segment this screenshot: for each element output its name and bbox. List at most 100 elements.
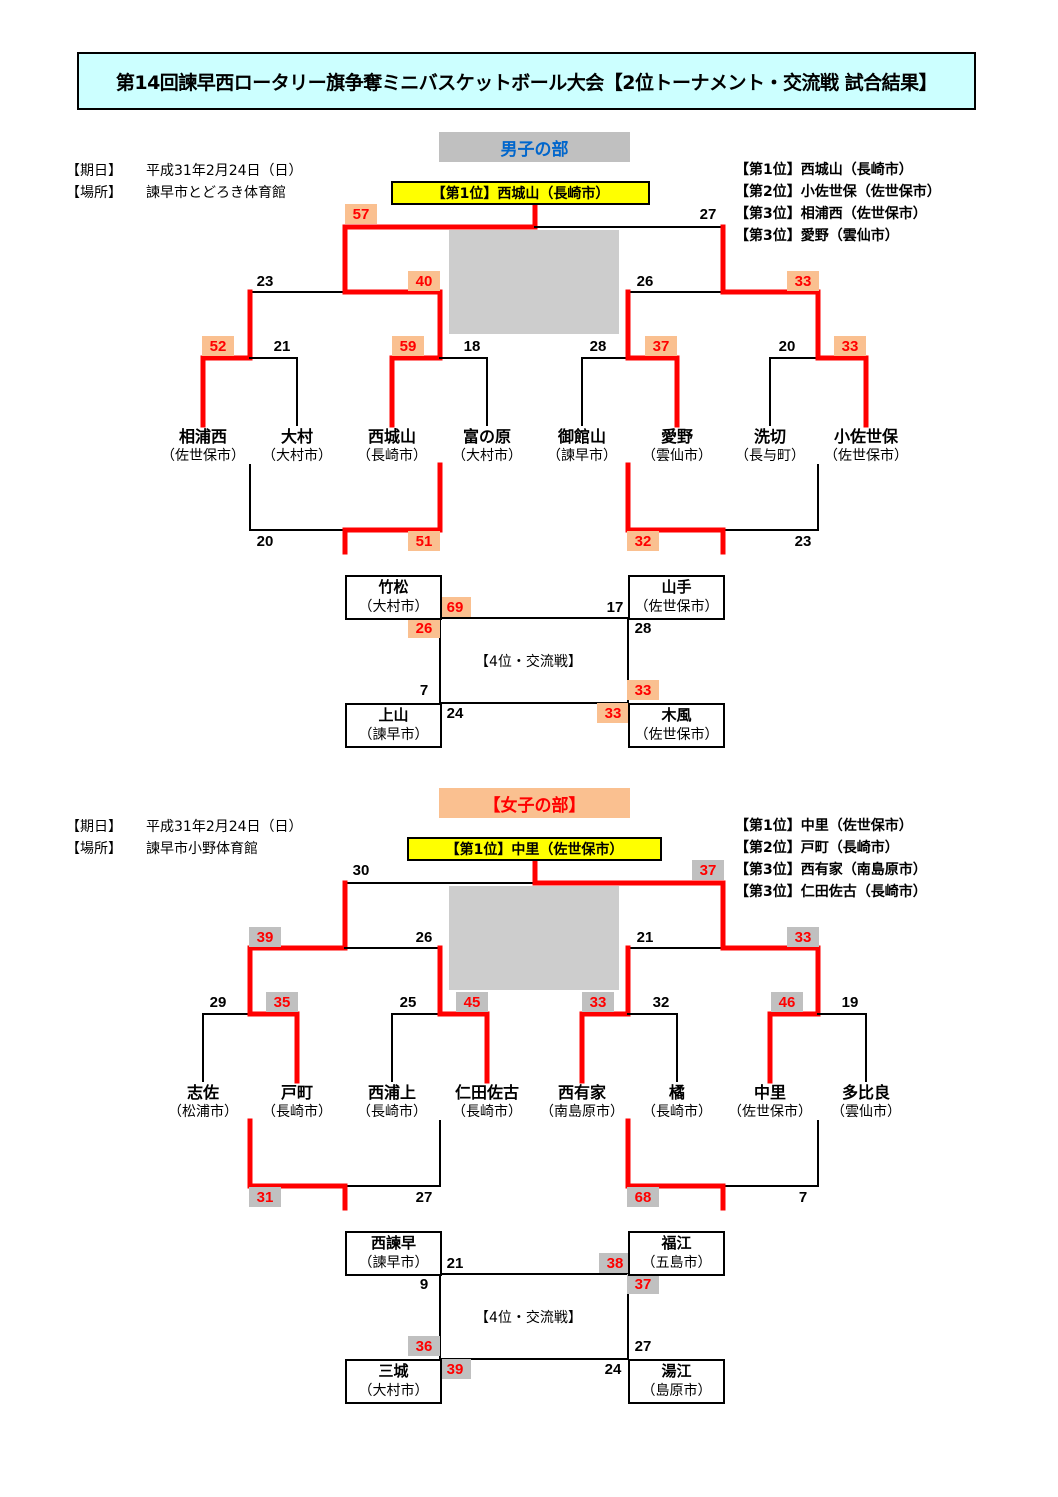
team-name: 富の原: [462, 427, 511, 446]
team-name: 洗切: [753, 427, 786, 446]
standing-row: 【第1位】西城山（長崎市）: [735, 162, 913, 178]
standing-row: 【第1位】中里（佐世保市）: [735, 818, 913, 834]
losing-score: 30: [352, 861, 370, 879]
winning-score: 59: [392, 336, 424, 356]
winning-score: 69: [439, 597, 471, 617]
consolation-team-box: 湯江 （島原市）: [628, 1359, 725, 1404]
team-city: （長崎市）: [357, 448, 427, 464]
team-name: 竹松: [378, 578, 409, 596]
team-name: 湯江: [661, 1362, 692, 1380]
consolation-label: 【4位・交流戦】: [475, 654, 582, 670]
losing-score: 26: [415, 928, 433, 946]
team-city: （佐世保市）: [728, 1104, 812, 1120]
losing-score: 21: [636, 928, 654, 946]
winning-score: 37: [627, 1274, 659, 1294]
team-city: （諫早市）: [547, 448, 617, 464]
men-champion-banner: 【第1位】西城山（長崎市）: [391, 181, 650, 205]
women-final-standings: 【第1位】中里（佐世保市）【第2位】戸町（長崎市）【第3位】西有家（南島原市）【…: [735, 815, 927, 903]
consolation-team-box: 山手（佐世保市）: [628, 575, 725, 620]
team-name: 三城: [378, 1362, 409, 1380]
losing-score: 27: [634, 1337, 652, 1355]
standing-row: 【第2位】戸町（長崎市）: [735, 840, 899, 856]
tournament-flag-logo: [449, 230, 619, 334]
losing-score: 23: [256, 272, 274, 290]
women-event-info: 【期日】平成31年2月24日（日） 【場所】 諫早市小野体育館: [66, 816, 303, 860]
losing-score: 19: [841, 993, 859, 1011]
team-name: 多比良: [841, 1083, 890, 1102]
losing-score: 18: [463, 337, 481, 355]
losing-score: 20: [778, 337, 796, 355]
women-champion-banner: 【第1位】中里（佐世保市）: [407, 837, 662, 861]
team-name: 山手: [661, 578, 692, 596]
date-row: 【期日】平成31年2月24日（日）: [66, 816, 303, 838]
team-city: （長崎市）: [642, 1104, 712, 1120]
winning-score: 33: [627, 680, 659, 700]
winning-score: 33: [597, 703, 629, 723]
losing-score: 7: [798, 1188, 808, 1206]
team-city: （諫早市）: [358, 1255, 429, 1271]
team-name: 愛野: [660, 427, 693, 446]
team-city: （松浦市）: [168, 1104, 238, 1120]
venue-label: 【場所】: [66, 841, 122, 857]
team-name: 戸町: [280, 1083, 313, 1102]
standing-row: 【第2位】小佐世保（佐世保市）: [735, 184, 941, 200]
losing-score: 26: [636, 272, 654, 290]
consolation-label: 【4位・交流戦】: [475, 1310, 582, 1326]
team-name: 西有家: [557, 1083, 606, 1102]
consolation-team-box: 三城（大村市）: [345, 1359, 442, 1404]
team-city: （長与町）: [735, 448, 805, 464]
date-label: 【期日】: [66, 163, 122, 179]
winning-score: 31: [249, 1187, 281, 1207]
men-event-info: 【期日】平成31年2月24日（日）【場所】諫早市とどろき体育館: [66, 160, 303, 204]
venue-row: 【場所】 諫早市小野体育館: [66, 838, 303, 860]
winning-score: 26: [408, 618, 440, 638]
team-city: （大村市）: [358, 599, 429, 615]
losing-score: 27: [415, 1188, 433, 1206]
winning-score: 37: [645, 336, 677, 356]
winning-score: 36: [408, 1336, 440, 1356]
winning-score: 46: [771, 992, 803, 1012]
winning-score: 40: [408, 271, 440, 291]
losing-score: 27: [699, 205, 717, 223]
team-city: （大村市）: [262, 448, 332, 464]
team-name: 木風: [661, 706, 692, 724]
winning-score: 52: [202, 336, 234, 356]
men-section-header: 男子の部: [439, 132, 630, 162]
losing-score: 28: [634, 619, 652, 637]
team-name: 大村: [280, 427, 313, 446]
venue-value: 諫早市小野体育館: [146, 841, 258, 857]
team-city: （長崎市）: [452, 1104, 522, 1120]
date-row: 【期日】平成31年2月24日（日）: [66, 160, 303, 182]
team-name: 小佐世保: [833, 427, 898, 446]
consolation-team-box: 西諫早（諫早市）: [345, 1231, 442, 1276]
team-name: 相浦西: [178, 427, 227, 446]
team-city: （大村市）: [452, 448, 522, 464]
consolation-team-box: 木風 （佐世保市）: [628, 703, 725, 748]
losing-score: 29: [209, 993, 227, 1011]
venue-row: 【場所】諫早市とどろき体育館: [66, 182, 303, 204]
team-city: （長崎市）: [262, 1104, 332, 1120]
team-name: 福江: [661, 1234, 692, 1252]
team-name: 橘: [668, 1083, 685, 1102]
winning-score: 35: [266, 992, 298, 1012]
team-city: （島原市）: [641, 1383, 712, 1399]
consolation-team-box: 上山（諫早市）: [345, 703, 442, 748]
team-city: （佐世保市）: [161, 448, 245, 464]
team-city: （南島原市）: [540, 1104, 624, 1120]
team-name: 仁田佐古: [454, 1083, 519, 1102]
team-city: （佐世保市）: [634, 727, 719, 743]
team-city: （五島市）: [641, 1255, 712, 1271]
winning-score: 33: [834, 336, 866, 356]
winning-score: 51: [408, 531, 440, 551]
date-value: 平成31年2月24日（日）: [146, 819, 303, 835]
winning-score: 45: [456, 992, 488, 1012]
team-city: （長崎市）: [357, 1104, 427, 1120]
men-final-standings: 【第1位】西城山（長崎市） 【第2位】小佐世保（佐世保市） 【第3位】相浦西（佐世保…: [735, 159, 941, 247]
tournament-flag-logo: [449, 886, 619, 990]
losing-score: 17: [606, 598, 624, 616]
document-title: 第14回諫早西ロータリー旗争奪ミニバスケットボール大会【2位トーナメント・交流戦…: [77, 52, 976, 110]
standing-row: 【第3位】西有家（南島原市）: [735, 862, 927, 878]
standing-row: 【第3位】相浦西（佐世保市）: [735, 206, 927, 222]
losing-score: 24: [604, 1360, 622, 1378]
